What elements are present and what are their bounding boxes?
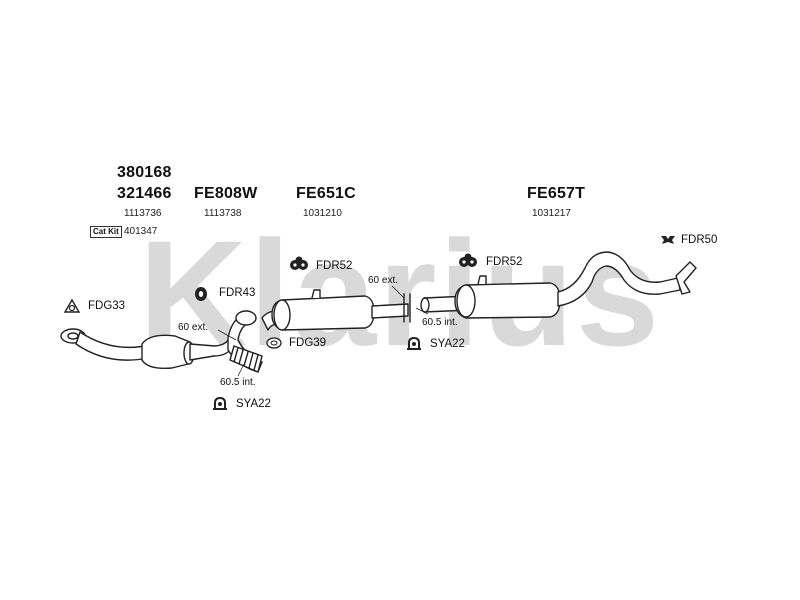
clamp-icon bbox=[407, 336, 421, 350]
part-number-1113736: 1113736 bbox=[124, 208, 162, 219]
joint-note-b-ext: 60 ext. bbox=[368, 275, 399, 286]
center-silencer-end bbox=[273, 299, 291, 331]
fitting-label-fdg33: FDG33 bbox=[88, 300, 126, 312]
fitting-label-fdr52-b: FDR52 bbox=[486, 256, 523, 268]
rubber-hanger-icon bbox=[459, 253, 477, 267]
clamp-icon bbox=[213, 396, 227, 410]
fitting-label-sya22-a: SYA22 bbox=[236, 398, 271, 410]
joint-note-a-ext: 60 ext. bbox=[178, 322, 209, 333]
rear-silencer bbox=[454, 282, 561, 319]
part-code-380168: 380168 bbox=[117, 164, 172, 181]
front-pipe bbox=[75, 331, 149, 361]
rear-silencer-bracket bbox=[477, 275, 487, 285]
fitting-label-fdr50: FDR50 bbox=[681, 234, 718, 246]
center-tail-pipe bbox=[371, 303, 409, 319]
part-number-1031210: 1031210 bbox=[303, 208, 342, 219]
intermediate-flange bbox=[235, 310, 257, 326]
flex-bellows bbox=[229, 345, 263, 373]
joint-note-b-int: 60.5 int. bbox=[422, 317, 458, 328]
part-code-fe657t: FE657T bbox=[527, 185, 586, 202]
hanger-bracket-icon bbox=[661, 236, 675, 244]
gasket-icon bbox=[63, 298, 81, 313]
part-number-1031217: 1031217 bbox=[532, 208, 571, 219]
center-silencer-bracket bbox=[311, 289, 321, 299]
part-code-321466: 321466 bbox=[117, 185, 172, 202]
note-leader-b-int bbox=[415, 307, 429, 315]
cat-kit-badge: Cat Kit bbox=[90, 226, 122, 238]
note-leader-a-int bbox=[237, 363, 245, 377]
rear-inlet-end bbox=[420, 297, 430, 313]
tail-pipe-end bbox=[675, 261, 697, 295]
joint-note-a-int: 60.5 int. bbox=[220, 377, 256, 388]
rubber-hanger-icon bbox=[290, 256, 308, 270]
cat-kit-number: 401347 bbox=[124, 226, 158, 237]
center-silencer bbox=[271, 295, 375, 331]
rubber-mount-icon bbox=[195, 287, 207, 301]
part-code-fe808w: FE808W bbox=[194, 185, 258, 202]
rear-silencer-end bbox=[456, 284, 476, 318]
part-code-fe651c: FE651C bbox=[296, 185, 356, 202]
fitting-label-sya22-b: SYA22 bbox=[430, 338, 465, 350]
note-leader-a-ext bbox=[217, 329, 237, 341]
gasket-ring-icon bbox=[266, 337, 282, 349]
front-flange-hole bbox=[67, 332, 79, 340]
fitting-label-fdr43: FDR43 bbox=[219, 287, 256, 299]
fitting-label-fdg39: FDG39 bbox=[289, 337, 327, 349]
part-number-1113738: 1113738 bbox=[204, 208, 242, 219]
fitting-label-fdr52-a: FDR52 bbox=[316, 260, 353, 272]
note-leader-b-ext bbox=[391, 285, 405, 299]
